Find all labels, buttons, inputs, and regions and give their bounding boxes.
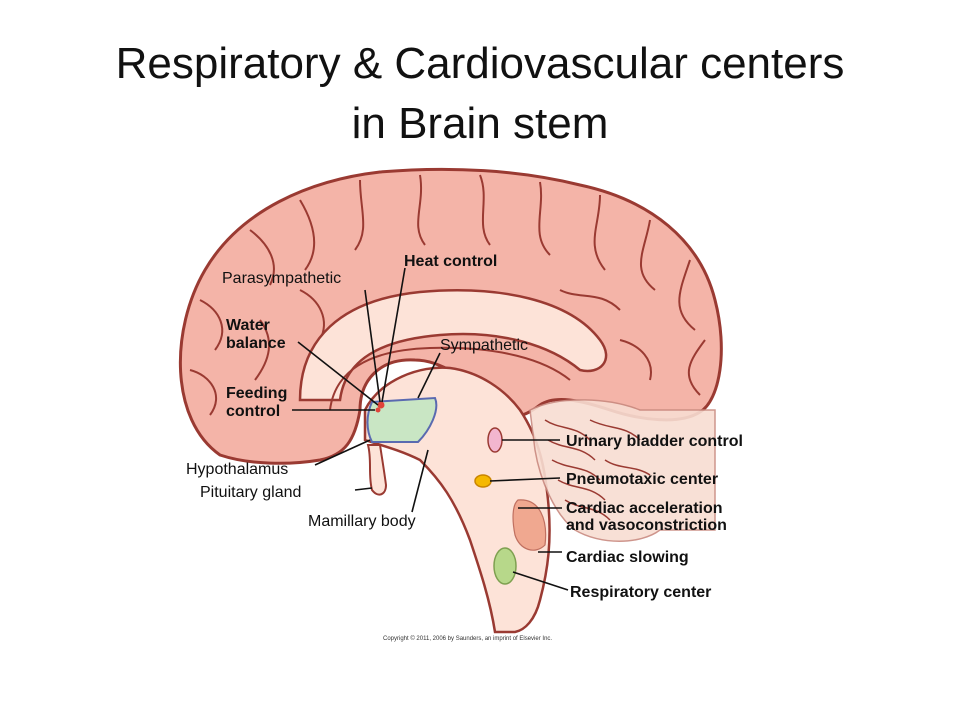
label-mamillary-body: Mamillary body bbox=[308, 513, 416, 530]
cardiac-center bbox=[512, 499, 547, 551]
cerebellum-folds bbox=[544, 419, 651, 521]
label-feeding-control-1: Feeding bbox=[226, 385, 287, 402]
label-cardiac-acceleration-2: and vasoconstriction bbox=[566, 517, 727, 534]
label-parasympathetic: Parasympathetic bbox=[222, 270, 341, 287]
corpus-callosum bbox=[298, 289, 608, 402]
label-pituitary-gland: Pituitary gland bbox=[200, 484, 301, 501]
urinary-bladder-center bbox=[487, 427, 503, 453]
label-pneumotaxic: Pneumotaxic center bbox=[566, 471, 718, 488]
label-heat-control: Heat control bbox=[404, 253, 497, 270]
label-water-balance-2: balance bbox=[226, 335, 286, 352]
label-cardiac-slowing: Cardiac slowing bbox=[566, 549, 689, 566]
copyright-notice: Copyright © 2011, 2006 by Saunders, an i… bbox=[383, 635, 552, 642]
hypothalamus-region bbox=[366, 396, 438, 443]
cerebellum bbox=[529, 399, 716, 542]
label-sympathetic: Sympathetic bbox=[440, 337, 528, 354]
label-cardiac-acceleration-1: Cardiac acceleration bbox=[566, 500, 723, 517]
label-urinary-bladder: Urinary bladder control bbox=[566, 433, 743, 450]
label-feeding-control-2: control bbox=[226, 403, 280, 420]
pituitary bbox=[366, 444, 388, 496]
leader-lines bbox=[292, 267, 569, 591]
nucleus-dot bbox=[375, 407, 381, 413]
label-hypothalamus: Hypothalamus bbox=[186, 461, 288, 478]
label-respiratory-center: Respiratory center bbox=[570, 584, 711, 601]
title-line-2: in Brain stem bbox=[351, 99, 609, 148]
slide-title: Respiratory & Cardiovascular centers in … bbox=[0, 34, 960, 154]
label-water-balance-1: Water bbox=[226, 317, 270, 334]
pneumotaxic-center bbox=[474, 474, 492, 488]
nucleus-dot bbox=[377, 401, 385, 409]
title-line-1: Respiratory & Cardiovascular centers bbox=[115, 39, 845, 88]
respiratory-center-shape bbox=[493, 547, 517, 585]
